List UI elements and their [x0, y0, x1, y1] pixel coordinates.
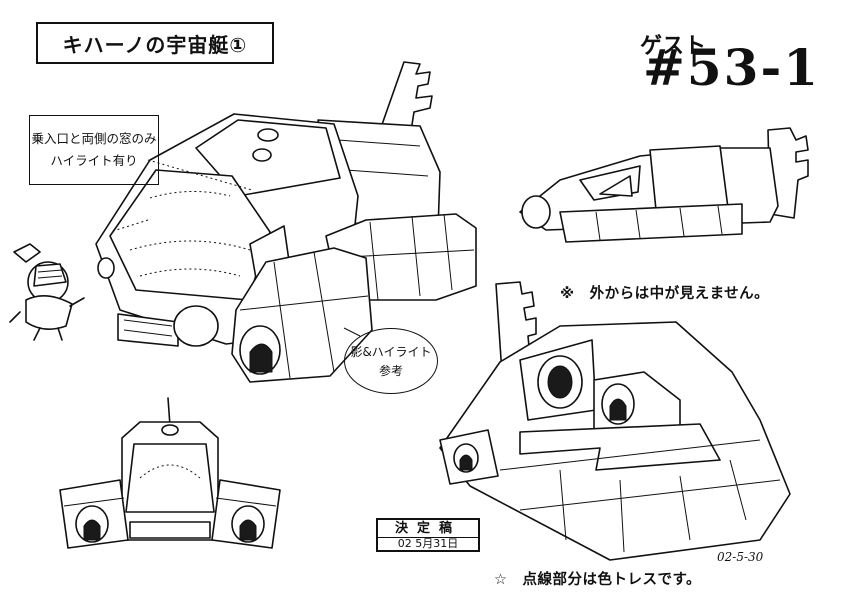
ship-three-quarter-view [95, 61, 477, 383]
signature-date: 02-5-30 [717, 550, 764, 564]
bubble-line-1: 影&ハイライト [350, 345, 432, 359]
guest-label: ゲスト [640, 34, 707, 59]
ship-underside-view [439, 281, 791, 561]
note-outside-view: ※ 外からは中が見えません。 [560, 286, 770, 302]
ship-front-view [59, 397, 281, 549]
note-box-line-2: ハイライト有り [50, 153, 138, 168]
ship-side-view [519, 127, 809, 243]
shadow-reference-bubble: 影&ハイライト 参考 [344, 328, 438, 394]
sheet-title: キハーノの宇宙艇① [36, 22, 274, 64]
highlight-note-box: 乗入口と両側の窓のみ ハイライト有り [29, 115, 159, 185]
guest-number: #53-1 [643, 38, 821, 97]
stamp-date: 02 5月31日 [397, 537, 459, 550]
character-sketch [9, 243, 85, 341]
stamp-title: 決定稿 [378, 521, 478, 538]
note-box-line-1: 乗入口と両側の窓のみ [31, 131, 157, 146]
note-dotted-lines: ☆ 点線部分は色トレスです。 [494, 572, 702, 588]
bubble-line-2: 参考 [378, 364, 403, 378]
final-draft-stamp: 決定稿 02 5月31日 [376, 518, 480, 552]
